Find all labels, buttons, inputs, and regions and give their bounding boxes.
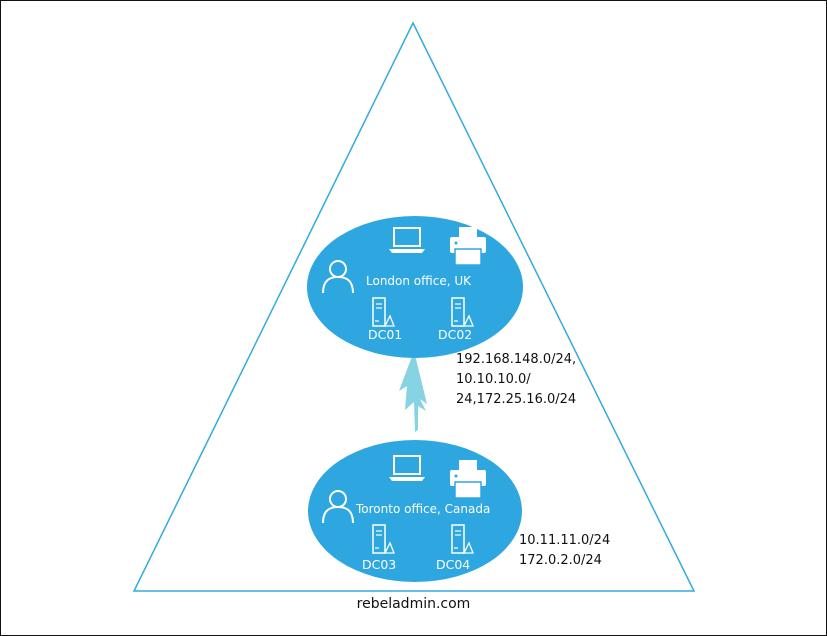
subnet-list-london: 192.168.148.0/24, 10.10.10.0/ 24,172.25.… xyxy=(456,350,576,410)
subnet-list-toronto: 10.11.11.0/24 172.0.2.0/24 xyxy=(519,531,610,571)
dc-label-dc03: DC03 xyxy=(362,557,396,572)
subnet-entry: 192.168.148.0/24, xyxy=(456,352,577,367)
site-london: London office, UK DC01 DC02 xyxy=(307,216,523,358)
lightning-link-icon xyxy=(399,351,427,432)
dc-label-dc02: DC02 xyxy=(438,327,472,342)
site-name-toronto: Toronto office, Canada xyxy=(355,502,490,516)
footer-watermark: rebeladmin.com xyxy=(356,596,471,612)
subnet-entry: 10.11.11.0/24 xyxy=(519,533,611,548)
subnet-entry: 10.10.10.0/ xyxy=(456,372,531,387)
subnet-entry: 24,172.25.16.0/24 xyxy=(456,392,577,407)
site-toronto: Toronto office, Canada DC03 DC04 xyxy=(308,440,522,582)
dc-label-dc01: DC01 xyxy=(368,327,402,342)
subnet-entry: 172.0.2.0/24 xyxy=(519,553,602,568)
dc-label-dc04: DC04 xyxy=(436,557,470,572)
forest-boundary-triangle xyxy=(132,21,696,592)
site-name-london: London office, UK xyxy=(366,274,472,288)
